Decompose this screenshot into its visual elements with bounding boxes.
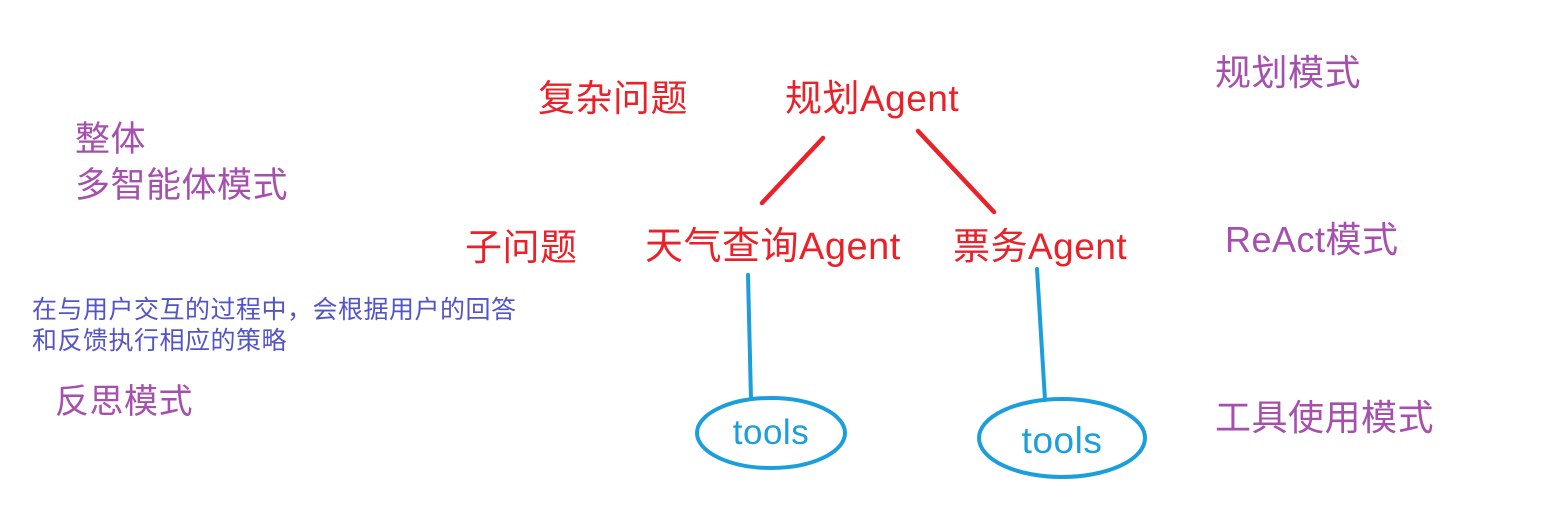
planning-mode-label: 规划模式 — [1215, 52, 1362, 93]
react-mode-label: ReAct模式 — [1225, 219, 1399, 260]
tools-node-left: tools — [732, 413, 810, 452]
tools-node-right: tools — [1021, 420, 1103, 461]
interaction-note-line2: 和反馈执行相应的策略 — [32, 327, 288, 355]
edge-planning-to-ticket — [915, 128, 997, 215]
complex-problem-label: 复杂问题 — [538, 78, 688, 119]
overall-label-line1: 整体 — [75, 120, 147, 159]
reflection-mode-label: 反思模式 — [55, 383, 193, 421]
ticket-agent-node: 票务Agent — [953, 226, 1128, 267]
edge-weather-to-tools — [746, 273, 753, 401]
planning-agent-node: 规划Agent — [785, 78, 960, 119]
multi-agent-mode-label: 多智能体模式 — [75, 166, 289, 205]
tool-use-mode-label: 工具使用模式 — [1215, 397, 1435, 438]
edge-ticket-to-tools — [1035, 267, 1047, 402]
sub-problem-label: 子问题 — [465, 227, 578, 268]
interaction-note-line1: 在与用户交互的过程中，会根据用户的回答 — [32, 296, 517, 324]
edge-planning-to-weather — [759, 135, 826, 206]
weather-agent-node: 天气查询Agent — [645, 226, 901, 268]
